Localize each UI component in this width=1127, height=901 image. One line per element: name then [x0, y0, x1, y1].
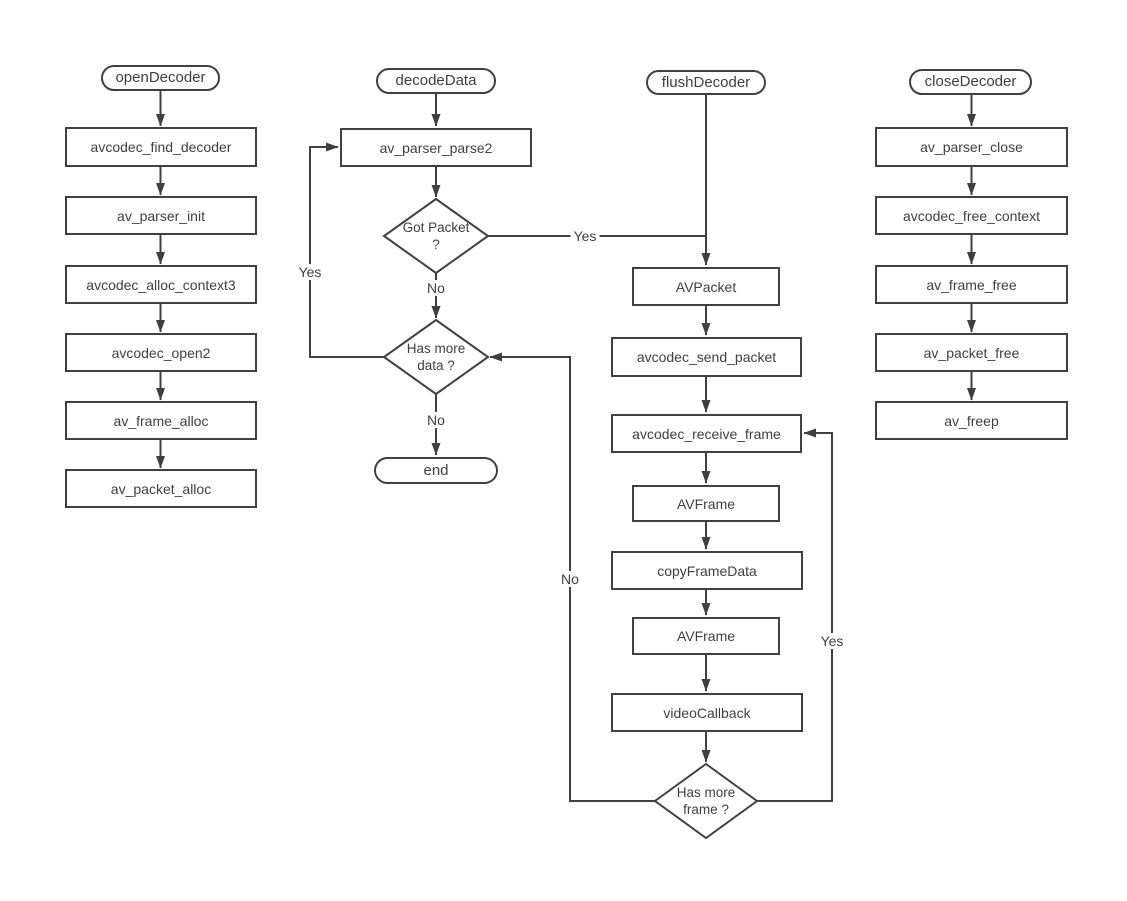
- edge-label-has-more-data-yes: Yes: [295, 264, 325, 280]
- node-avframe-2: AVFrame: [632, 617, 780, 655]
- label-has-more-data: Has more data ?: [406, 341, 466, 373]
- node-av-frame-alloc: av_frame_alloc: [65, 401, 257, 440]
- node-avcodec-alloc-context3: avcodec_alloc_context3: [65, 265, 257, 304]
- node-av-parser-parse2: av_parser_parse2: [340, 128, 532, 167]
- node-video-callback: videoCallback: [611, 693, 803, 732]
- node-avcodec-receive-frame: avcodec_receive_frame: [611, 414, 802, 453]
- edge-label-got-packet-no: No: [424, 280, 448, 296]
- node-av-frame-free: av_frame_free: [875, 265, 1068, 304]
- node-avcodec-free-context: avcodec_free_context: [875, 196, 1068, 235]
- node-av-parser-close: av_parser_close: [875, 127, 1068, 167]
- edge-label-has-more-frame-yes: Yes: [817, 633, 847, 649]
- node-av-packet-alloc: av_packet_alloc: [65, 469, 257, 508]
- label-got-packet: Got Packet ?: [402, 220, 470, 252]
- node-copy-frame-data: copyFrameData: [611, 551, 803, 590]
- node-avframe-1: AVFrame: [632, 485, 780, 522]
- node-av-parser-init: av_parser_init: [65, 196, 257, 235]
- node-flush-decoder: flushDecoder: [646, 70, 766, 95]
- decision-diamonds: [382, 197, 759, 840]
- node-end: end: [374, 457, 498, 484]
- diamond-got-packet: [382, 197, 490, 275]
- node-av-packet-free: av_packet_free: [875, 333, 1068, 372]
- node-open-decoder: openDecoder: [101, 65, 220, 91]
- node-avpacket: AVPacket: [632, 267, 780, 306]
- node-decode-data: decodeData: [376, 68, 496, 94]
- diamond-has-more-data: [382, 318, 490, 396]
- edge-label-has-more-frame-no: No: [558, 571, 582, 587]
- node-avcodec-send-packet: avcodec_send_packet: [611, 337, 802, 377]
- diamond-has-more-frame: [653, 762, 759, 840]
- edge-label-got-packet-yes: Yes: [570, 228, 600, 244]
- edge-label-has-more-data-no: No: [424, 412, 448, 428]
- node-avcodec-find-decoder: avcodec_find_decoder: [65, 127, 257, 167]
- connector-has-more-data-yes-loop: [309, 142, 384, 358]
- connector-has-more-frame-yes-loop: [757, 428, 833, 802]
- node-avcodec-open2: avcodec_open2: [65, 333, 257, 372]
- node-av-freep: av_freep: [875, 401, 1068, 440]
- label-has-more-frame: Has more frame ?: [676, 785, 736, 817]
- node-close-decoder: closeDecoder: [909, 69, 1032, 95]
